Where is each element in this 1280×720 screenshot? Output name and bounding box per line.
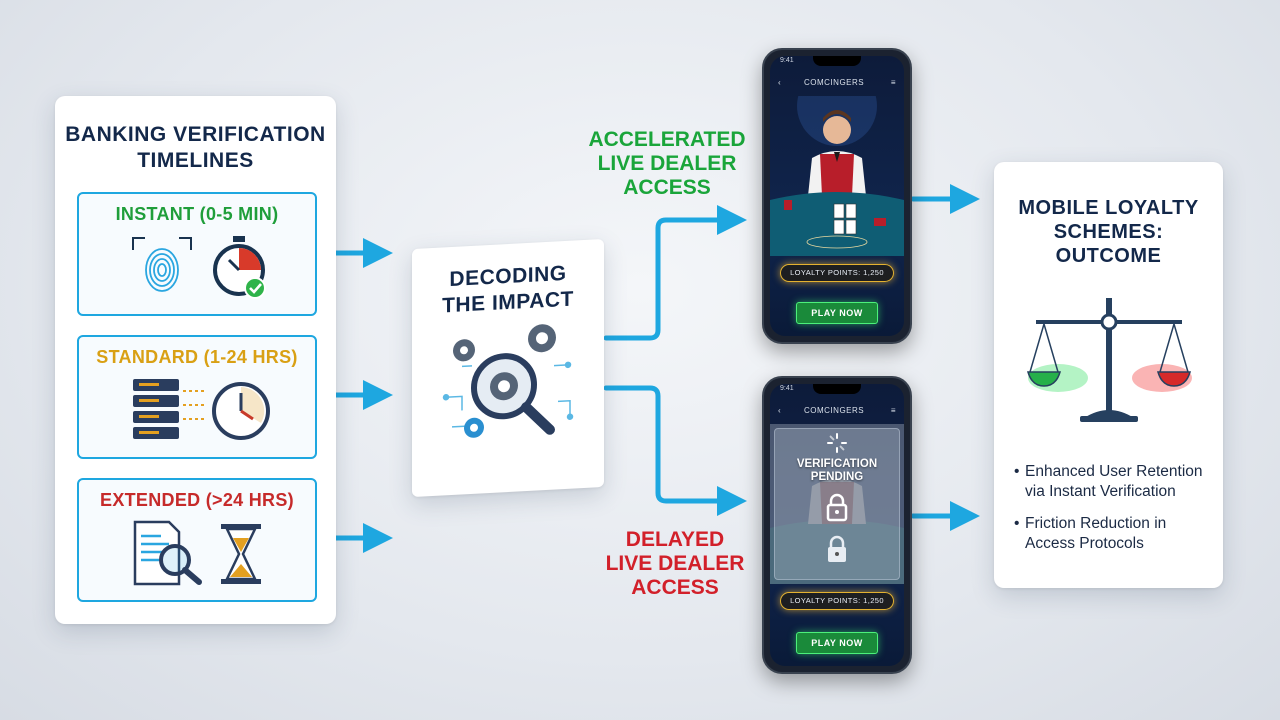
menu-icon[interactable]: ≡ xyxy=(890,78,896,87)
play-now-button[interactable]: PLAY NOW xyxy=(796,632,878,654)
tier-instant: INSTANT (0-5 MIN) xyxy=(77,192,317,316)
lock-icon xyxy=(828,535,846,562)
delayed-access-label: DELAYED LIVE DEALER ACCESS xyxy=(605,528,745,599)
phone-delayed: 9:41 ‹ COMCINGERS ≡ VERIFICATION PENDING xyxy=(762,376,912,674)
loyalty-points-badge: LOYALTY POINTS: 1,250 xyxy=(780,264,894,282)
fingerprint-icon xyxy=(132,237,192,292)
loading-spinner-icon xyxy=(827,433,847,453)
tier-extended: EXTENDED (>24 HRS) xyxy=(77,478,317,602)
loyalty-outcome-panel: MOBILE LOYALTY SCHEMES: OUTCOME • Enhanc… xyxy=(994,162,1223,588)
phone-delayed-screen: 9:41 ‹ COMCINGERS ≡ VERIFICATION PENDING xyxy=(770,384,904,666)
clock-icon xyxy=(212,382,270,440)
stopwatch-icon xyxy=(213,236,266,299)
back-icon[interactable]: ‹ xyxy=(778,406,782,415)
tier-standard-label: STANDARD (1-24 HRS) xyxy=(96,347,298,367)
status-time: 9:41 xyxy=(780,385,794,392)
loyalty-outcome-title: MOBILE LOYALTY SCHEMES: OUTCOME xyxy=(1018,197,1199,267)
tier-extended-label: EXTENDED (>24 HRS) xyxy=(100,490,294,510)
tier-instant-label: INSTANT (0-5 MIN) xyxy=(115,204,279,224)
app-title: COMCINGERS xyxy=(804,406,865,415)
accelerated-access-label: ACCELERATED LIVE DEALER ACCESS xyxy=(588,128,746,199)
banking-verification-panel: BANKING VERIFICATION TIMELINES INSTANT (… xyxy=(55,96,336,624)
app-title: COMCINGERS xyxy=(804,78,865,87)
verification-pending-text: VERIFICATION PENDING xyxy=(796,458,878,483)
back-icon[interactable]: ‹ xyxy=(778,78,782,87)
decoding-impact-title: DECODING THE IMPACT xyxy=(442,261,574,318)
arrow-impact-to-delayed xyxy=(603,385,747,516)
decoding-impact-panel: DECODING THE IMPACT xyxy=(412,238,604,498)
balance-scale-icon xyxy=(1027,298,1192,422)
banking-verification-title: BANKING VERIFICATION TIMELINES xyxy=(65,123,326,172)
server-icon xyxy=(133,379,207,439)
play-now-button[interactable]: PLAY NOW xyxy=(796,302,878,324)
loyalty-points-badge: LOYALTY POINTS: 1,250 xyxy=(780,592,894,610)
tier-standard: STANDARD (1-24 HRS) xyxy=(77,335,317,459)
gear-magnifier-icon xyxy=(442,324,574,438)
live-dealer-scene xyxy=(770,96,904,256)
outcome-bullet: • Enhanced User Retention via Instant Ve… xyxy=(1014,463,1203,500)
arrow-impact-to-accelerated xyxy=(603,205,747,341)
document-search-icon xyxy=(133,520,202,586)
hourglass-icon xyxy=(221,524,261,584)
status-time: 9:41 xyxy=(780,57,794,64)
lock-icon xyxy=(826,493,848,522)
phone-accelerated-screen: 9:41 ‹ COMCINGERS ≡ LOYALTY POINTS: 1,25… xyxy=(770,56,904,336)
phone-accelerated: 9:41 ‹ COMCINGERS ≡ LOYALTY POINTS: 1,25… xyxy=(762,48,912,344)
outcome-bullet: • Friction Reduction in Access Protocols xyxy=(1014,515,1167,552)
menu-icon[interactable]: ≡ xyxy=(890,406,896,415)
